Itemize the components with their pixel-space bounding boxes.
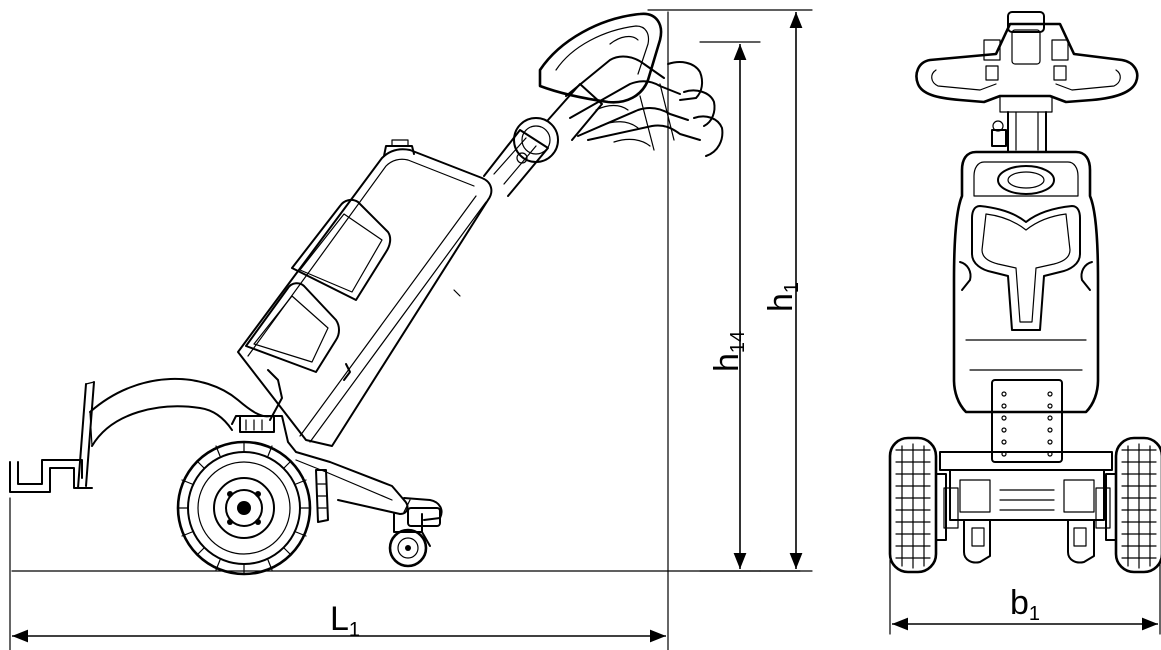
tiller-column-front <box>991 111 1047 153</box>
drive-wheel <box>176 440 312 576</box>
tow-coupling <box>9 381 95 493</box>
dimension-b1: b1 <box>889 559 1161 635</box>
label-l1: L1 <box>330 600 360 641</box>
frame-holes <box>1001 391 1053 457</box>
caster-wheel <box>388 513 431 568</box>
dimension-h1: h1 <box>647 9 813 572</box>
tiller-handle-front <box>915 11 1139 113</box>
label-h1: h1 <box>762 282 803 312</box>
left-wheel-front <box>888 436 947 574</box>
side-view <box>9 11 801 650</box>
tiller-head <box>538 12 724 157</box>
dimension-h14: h14 <box>699 41 761 572</box>
tiller-arm <box>483 83 603 197</box>
side-panels <box>245 198 392 373</box>
right-wheel-front <box>1105 436 1161 574</box>
front-view <box>888 11 1161 574</box>
rear-fender <box>89 378 271 447</box>
label-b1: b1 <box>1010 584 1040 625</box>
dimension-l1: L1 <box>9 497 666 650</box>
motor-details <box>315 289 461 523</box>
chassis <box>231 369 443 527</box>
battery-housing-front <box>952 150 1100 414</box>
chassis-front <box>939 379 1113 564</box>
battery-housing <box>237 139 493 447</box>
label-h14: h14 <box>708 331 749 372</box>
